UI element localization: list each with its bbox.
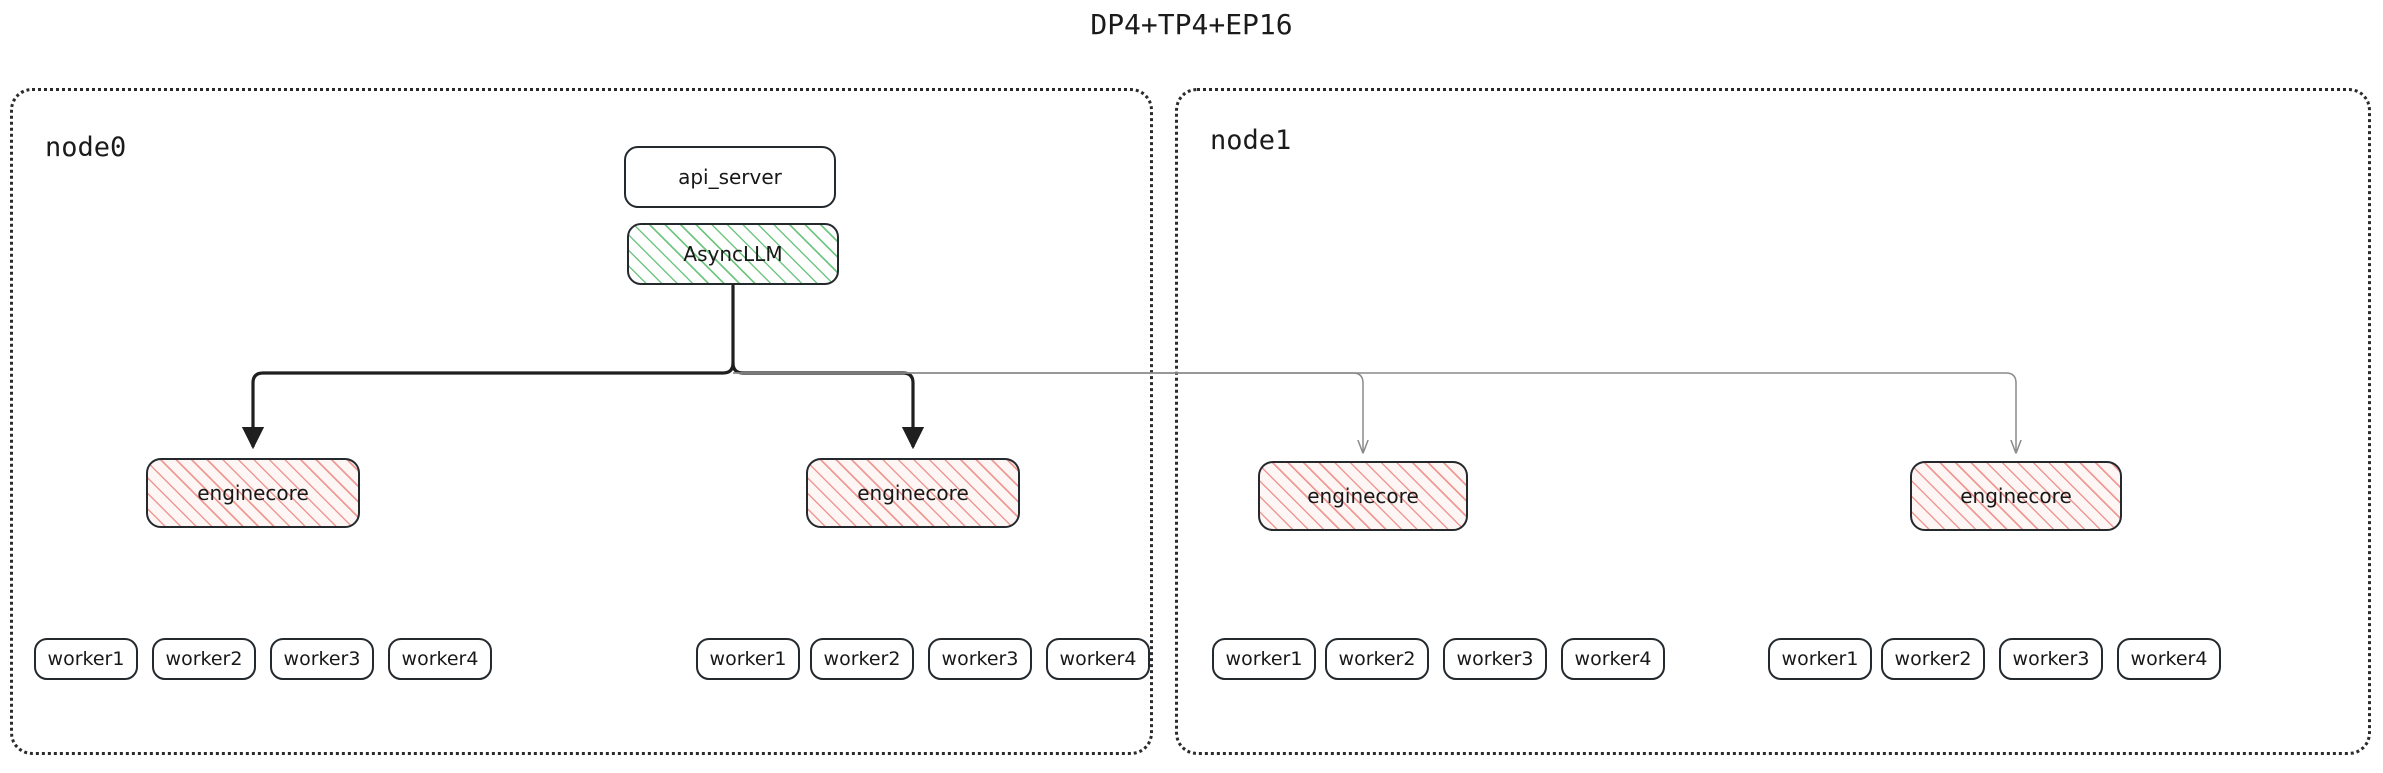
enginecore-label: enginecore xyxy=(1960,484,2072,508)
worker-box-node1-0-1[interactable]: worker1 xyxy=(1212,638,1316,680)
enginecore-label: enginecore xyxy=(857,481,969,505)
enginecore-box-node1-0[interactable]: enginecore xyxy=(1258,461,1468,531)
worker-label: worker4 xyxy=(1059,648,1137,670)
worker-label: worker4 xyxy=(2130,648,2208,670)
worker-label: worker2 xyxy=(1894,648,1972,670)
worker-label: worker1 xyxy=(47,648,125,670)
enginecore-label: enginecore xyxy=(197,481,309,505)
worker-label: worker4 xyxy=(1574,648,1652,670)
node-label-node1: node1 xyxy=(1210,125,1292,156)
worker-label: worker3 xyxy=(2012,648,2090,670)
worker-label: worker4 xyxy=(401,648,479,670)
worker-box-node1-1-3[interactable]: worker3 xyxy=(1999,638,2103,680)
enginecore-label: enginecore xyxy=(1307,484,1419,508)
enginecore-box-node0-0[interactable]: enginecore xyxy=(146,458,360,528)
worker-label: worker2 xyxy=(165,648,243,670)
api-server-box[interactable]: api_server xyxy=(624,146,836,208)
worker-box-node1-1-1[interactable]: worker1 xyxy=(1768,638,1872,680)
worker-box-node0-0-3[interactable]: worker3 xyxy=(270,638,374,680)
enginecore-box-node0-1[interactable]: enginecore xyxy=(806,458,1020,528)
worker-box-node1-1-4[interactable]: worker4 xyxy=(2117,638,2221,680)
worker-box-node0-0-2[interactable]: worker2 xyxy=(152,638,256,680)
worker-box-node1-0-3[interactable]: worker3 xyxy=(1443,638,1547,680)
worker-box-node0-1-2[interactable]: worker2 xyxy=(810,638,914,680)
worker-label: worker2 xyxy=(823,648,901,670)
worker-label: worker3 xyxy=(283,648,361,670)
node-label-node0: node0 xyxy=(45,132,127,163)
worker-label: worker3 xyxy=(1456,648,1534,670)
diagram-title: DP4+TP4+EP16 xyxy=(1090,8,1293,41)
worker-label: worker1 xyxy=(1781,648,1859,670)
async-llm-box[interactable]: AsyncLLM xyxy=(627,223,839,285)
worker-box-node1-0-4[interactable]: worker4 xyxy=(1561,638,1665,680)
enginecore-box-node1-1[interactable]: enginecore xyxy=(1910,461,2122,531)
worker-box-node0-0-1[interactable]: worker1 xyxy=(34,638,138,680)
async-llm-label: AsyncLLM xyxy=(683,242,783,266)
worker-box-node0-1-1[interactable]: worker1 xyxy=(696,638,800,680)
worker-label: worker2 xyxy=(1338,648,1416,670)
worker-box-node0-1-4[interactable]: worker4 xyxy=(1046,638,1150,680)
worker-label: worker1 xyxy=(709,648,787,670)
worker-label: worker1 xyxy=(1225,648,1303,670)
worker-box-node1-1-2[interactable]: worker2 xyxy=(1881,638,1985,680)
api-server-label: api_server xyxy=(678,165,782,189)
worker-box-node0-1-3[interactable]: worker3 xyxy=(928,638,1032,680)
worker-box-node1-0-2[interactable]: worker2 xyxy=(1325,638,1429,680)
worker-label: worker3 xyxy=(941,648,1019,670)
worker-box-node0-0-4[interactable]: worker4 xyxy=(388,638,492,680)
